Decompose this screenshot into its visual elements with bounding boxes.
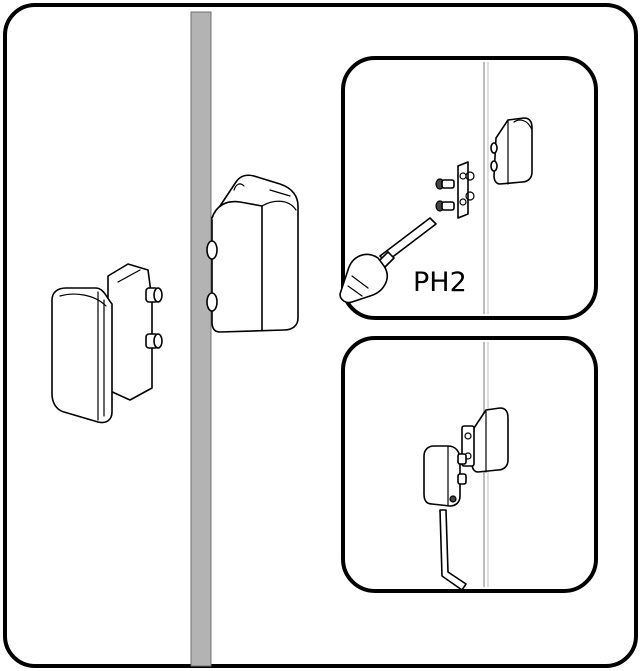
- mounting-stud: [145, 333, 163, 349]
- allen-key-icon: [439, 509, 467, 591]
- glass-panel-edge: [190, 11, 212, 667]
- step1-inset: PH2: [339, 56, 598, 320]
- phillips-screwdriver-icon: [339, 217, 437, 304]
- left-handle: [51, 263, 163, 424]
- screw: [435, 200, 455, 212]
- step2-inset: [341, 336, 598, 593]
- handle-piece: [490, 117, 533, 185]
- screw: [435, 178, 455, 190]
- tool-label: PH2: [413, 267, 467, 298]
- mounted-handle: [206, 174, 299, 333]
- loose-handle-half: [423, 445, 467, 507]
- grub-screw: [449, 495, 457, 503]
- mounting-plate: [457, 161, 469, 219]
- mounting-stud: [145, 287, 163, 303]
